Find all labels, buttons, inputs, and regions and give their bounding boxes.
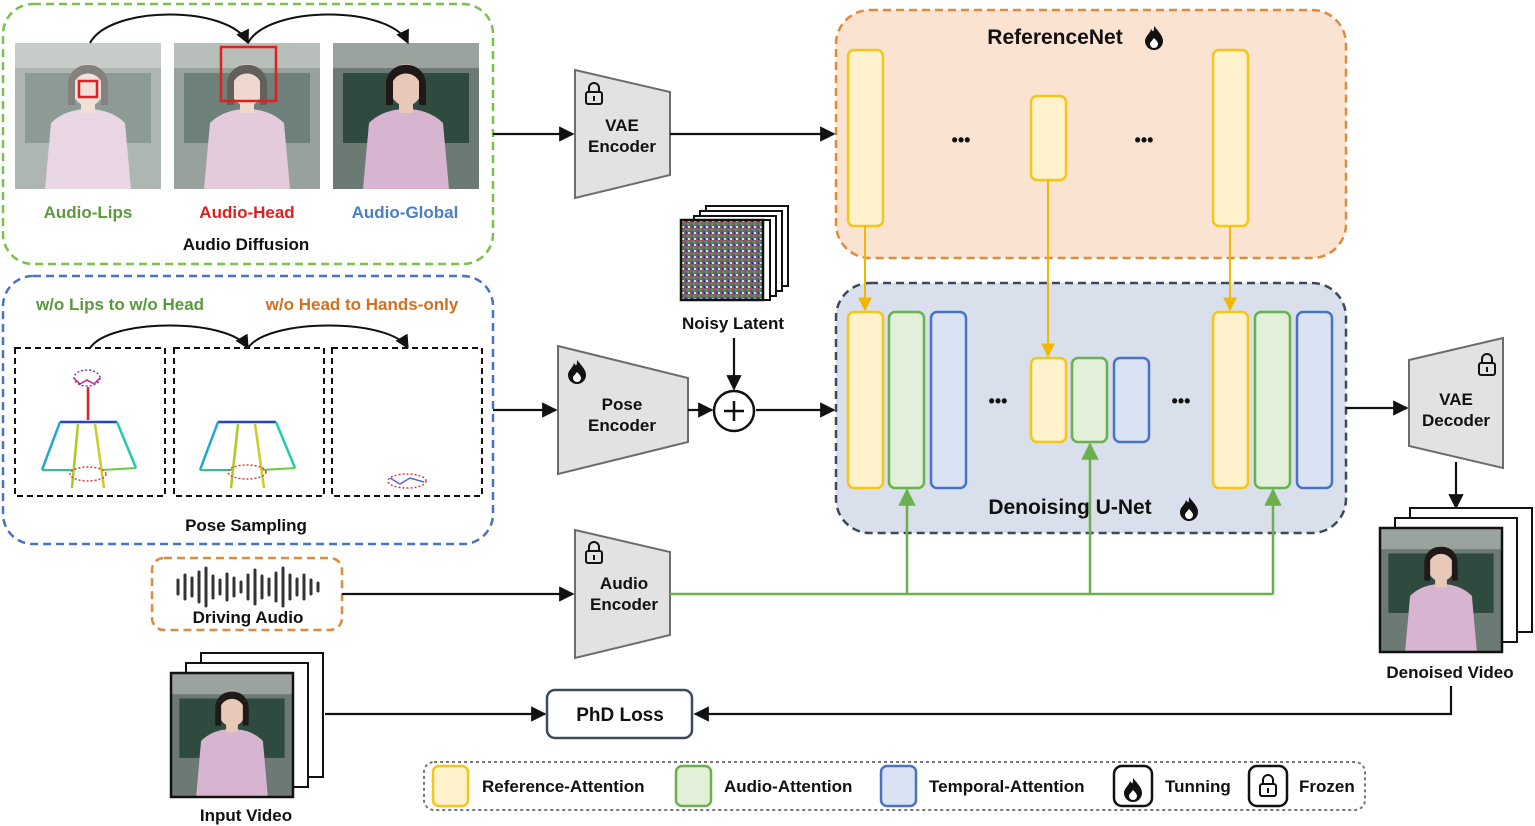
pose-sampling-title: Pose Sampling [185,516,307,535]
legend-tunning-label: Tunning [1165,777,1231,796]
unet-temporal-attn-2 [1112,356,1151,444]
audio-encoder-line2: Encoder [590,595,658,614]
unet-audio-attn-3 [1253,310,1292,490]
legend-reference-attention-label: Reference-Attention [482,777,644,796]
diffusion-arrow-1 [89,13,249,45]
ref-block-2 [1029,94,1068,182]
vae-encoder: VAE Encoder [574,68,671,200]
driving-audio-box: Driving Audio [150,556,344,632]
vae-decoder: VAE Decoder [1408,336,1504,470]
unet-temporal-attn-3 [1295,310,1334,490]
vae-decoder-line1: VAE [1439,390,1473,409]
pose-encoder: Pose Encoder [557,344,689,476]
denoising-unet: ••• ••• Denoising U-Net [834,281,1348,535]
denoising-unet-title: Denoising U-Net [988,496,1151,519]
unet-ellipsis-1: ••• [989,391,1008,411]
legend-frozen-label: Frozen [1299,777,1355,796]
unet-temporal-attn-1 [929,310,968,490]
legend-temporal-attention-label: Temporal-Attention [929,777,1085,796]
audio-encoder: Audio Encoder [574,528,671,660]
pose-frame-3 [331,347,483,497]
pose-sampling-group: w/o Lips to w/o Head w/o Head to Hands-o… [1,274,495,546]
phd-loss-label: PhD Loss [576,705,664,726]
denoised-video-stack: Denoised Video [1378,507,1533,682]
pose-sampling-border [1,274,495,546]
phd-loss-box: PhD Loss [545,688,694,740]
unet-ellipsis-2: ••• [1172,391,1191,411]
unet-ref-attn-2 [1029,356,1068,444]
add-operator [712,389,756,433]
vae-encoder-line2: Encoder [588,137,656,156]
temporal-attention-swatch [879,764,918,808]
head-highlight-box [219,45,278,103]
vae-decoder-line2: Decoder [1422,411,1490,430]
pose-frame-2 [173,347,325,497]
legend: Reference-Attention Audio-Attention Temp… [423,761,1366,811]
pose-arrow-2 [247,324,409,350]
audio-diffusion-group: Audio-Lips Audio-Head Audio-Global Audio… [1,2,495,266]
noisy-latent-label: Noisy Latent [682,314,784,333]
audio-head-image [174,43,320,189]
ref-block-1 [846,48,885,228]
input-video-stack: Input Video [169,652,324,825]
unet-audio-attn-2 [1070,356,1109,444]
reference-net-title: ReferenceNet [987,26,1122,49]
pose-skeleton-hands-only [387,473,427,489]
unet-ref-attn-3 [1211,310,1250,490]
reference-net-ellipsis-1: ••• [952,130,971,150]
unet-ref-attn-1 [846,310,885,490]
audio-connections [670,442,1282,596]
audio-global-label: Audio-Global [352,203,459,222]
reference-connections [858,180,1237,358]
vae-encoder-line1: VAE [605,116,639,135]
reference-net: ReferenceNet ••• ••• [834,8,1348,260]
driving-audio-label: Driving Audio [193,608,304,627]
reference-attention-swatch [431,764,470,808]
input-video-label: Input Video [200,806,292,825]
diffusion-arrow-2 [247,13,409,45]
pose-transition-2-label: w/o Head to Hands-only [265,295,459,314]
pose-skeleton-full [40,369,138,489]
pose-transition-1-label: w/o Lips to w/o Head [35,295,204,314]
audio-attention-swatch [674,764,713,808]
audio-encoder-line1: Audio [600,574,648,593]
legend-audio-attention-label: Audio-Attention [724,777,852,796]
ref-block-3 [1211,48,1250,228]
audio-head-label: Audio-Head [199,203,294,222]
lips-highlight-box [77,79,99,99]
noisy-latent-stack: Noisy Latent [679,205,789,333]
audio-diffusion-title: Audio Diffusion [183,235,310,254]
pose-skeleton-no-head [198,420,297,489]
flow-arrows [325,126,1464,722]
audio-lips-image [15,43,161,189]
waveform-icon [176,566,320,608]
pose-encoder-line1: Pose [602,395,643,414]
audio-lips-label: Audio-Lips [44,203,133,222]
pose-encoder-line2: Encoder [588,416,656,435]
unet-audio-attn-1 [887,310,926,490]
reference-net-ellipsis-2: ••• [1135,130,1154,150]
pose-arrow-1 [89,324,249,350]
audio-global-image [333,43,479,189]
denoised-video-label: Denoised Video [1386,663,1513,682]
